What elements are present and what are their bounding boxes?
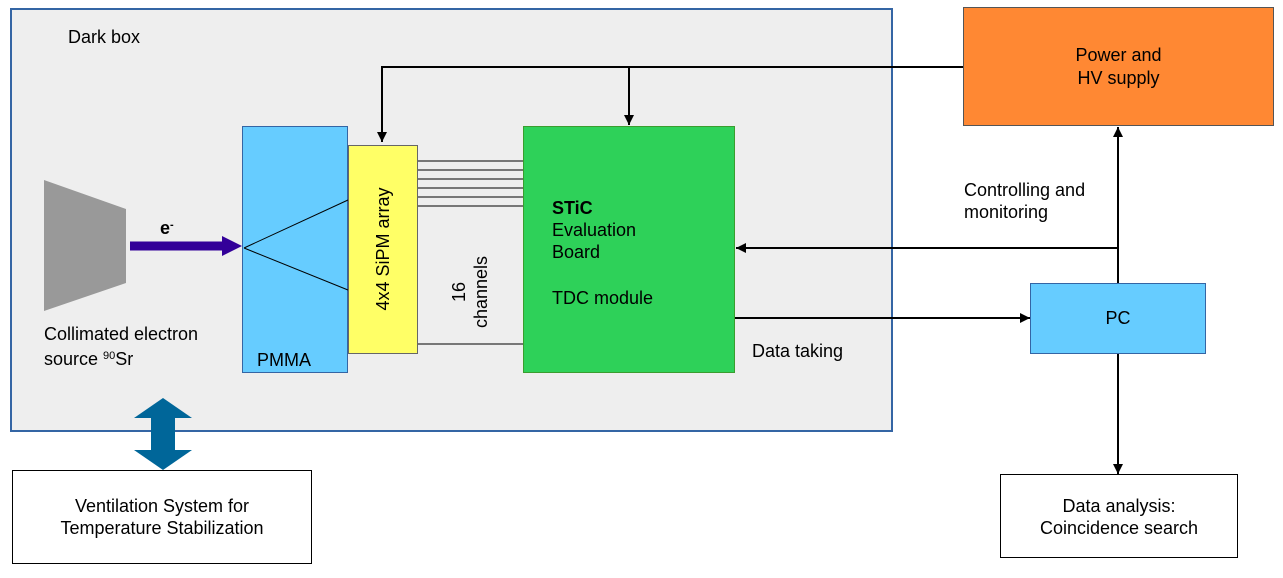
ventilation-double-arrow — [134, 398, 192, 470]
data-taking-label: Data taking — [752, 341, 844, 361]
ventilation-label-line2: Temperature Stabilization — [60, 518, 264, 538]
stic-line2: Evaluation — [552, 220, 637, 240]
electron-label: e- — [160, 218, 174, 238]
power-hv-supply — [963, 7, 1274, 126]
pc-block — [1030, 283, 1206, 354]
sipm-array-label: 4x4 SiPM array — [373, 187, 393, 311]
analysis-label-line1: Data analysis: — [1062, 496, 1176, 516]
stic-evaluation-board — [523, 126, 735, 373]
power-label-line1: Power and — [1075, 45, 1162, 65]
electron-source-shape — [44, 180, 126, 311]
sipm-array-block — [348, 145, 418, 354]
pc-label: PC — [1105, 308, 1131, 328]
ventilation-block — [12, 470, 312, 564]
ventilation-label-line1: Ventilation System for — [74, 496, 250, 516]
stic-module: TDC module — [552, 288, 654, 308]
pmma-label: PMMA — [257, 350, 311, 370]
analysis-label-line2: Coincidence search — [1039, 518, 1199, 538]
control-label-line1: Controlling and — [964, 180, 1086, 200]
dark-box-label: Dark box — [68, 27, 141, 47]
channel-lines — [418, 160, 523, 345]
source-label-line2: source 90Sr — [44, 349, 134, 369]
power-lines — [377, 66, 963, 142]
isotope-mass: 90 — [103, 350, 116, 362]
dark-box — [10, 8, 893, 432]
stic-title: STiC — [552, 198, 593, 218]
power-label-line2: HV supply — [1077, 68, 1160, 88]
channels-label: 16 channels — [449, 255, 491, 329]
control-label-line2: monitoring — [964, 202, 1049, 222]
data-analysis-block — [1000, 474, 1238, 558]
source-label-line1: Collimated electron — [44, 324, 199, 344]
stic-line3: Board — [552, 242, 601, 262]
pmma-block — [242, 126, 348, 373]
